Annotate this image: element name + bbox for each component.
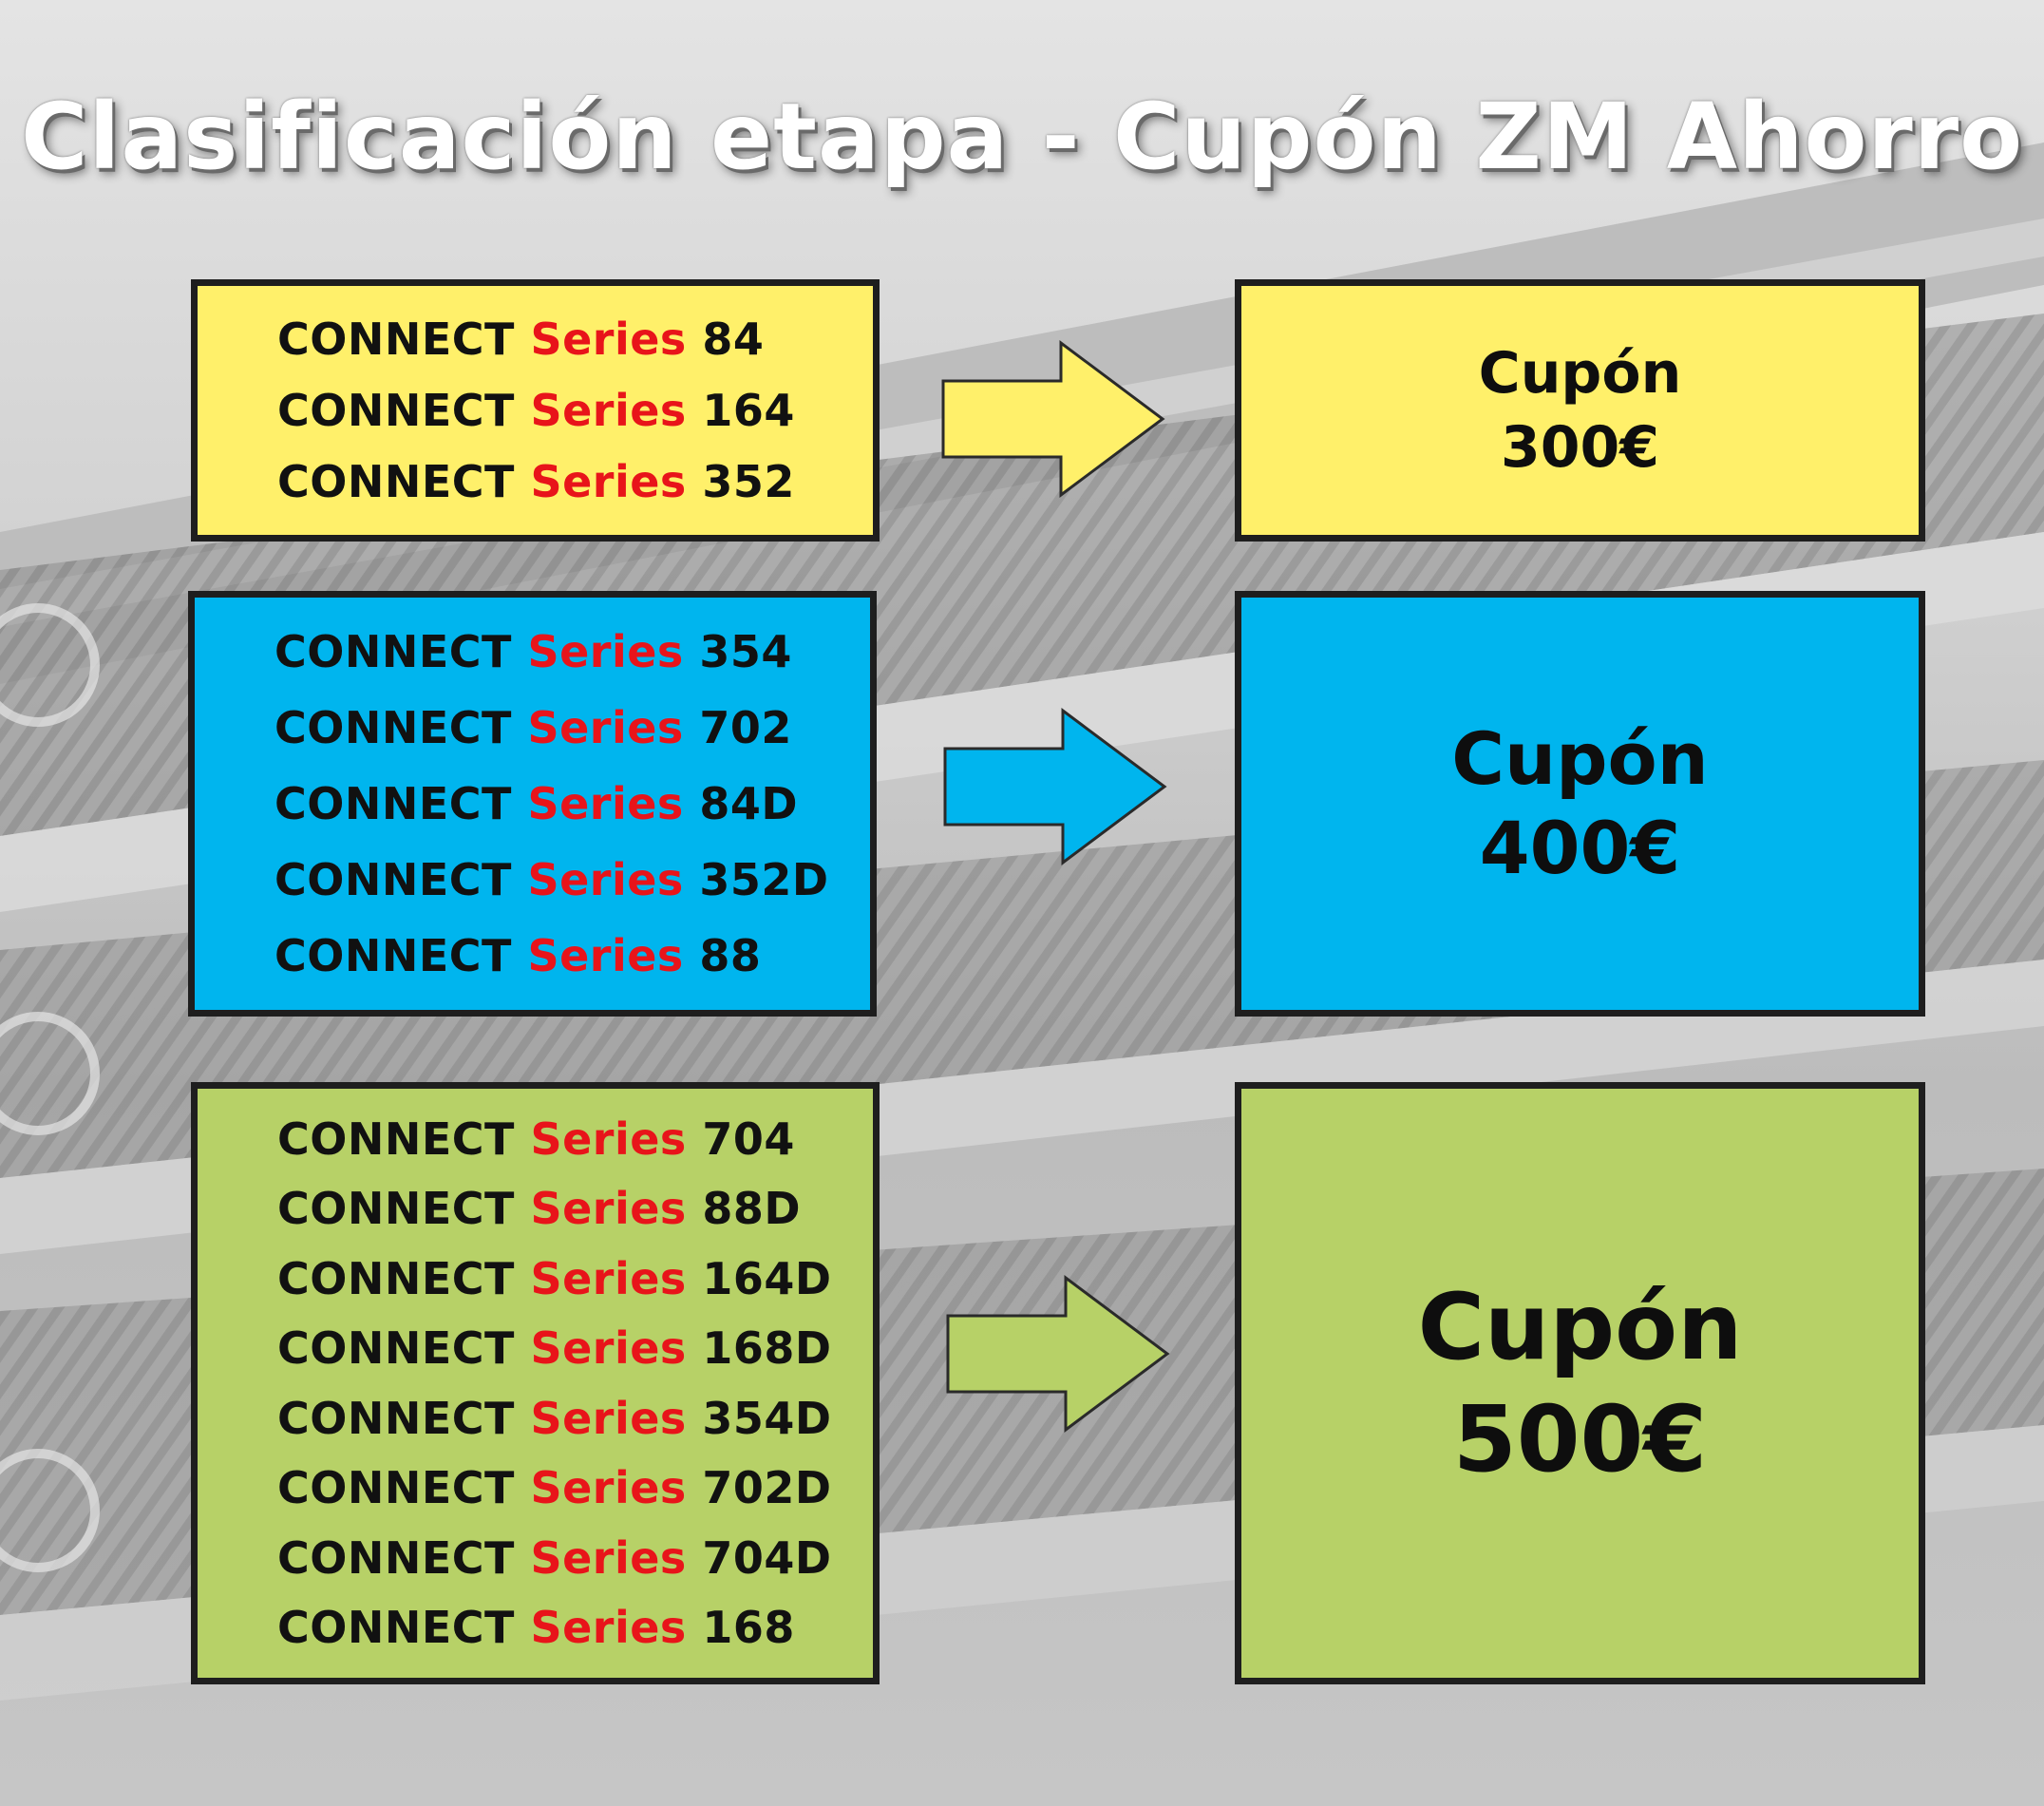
- coupon-box-tier-3: Cupón 500€: [1235, 1082, 1925, 1684]
- coupon-label: Cupón: [1478, 340, 1682, 407]
- model-item: CONNECT Series 88D: [277, 1183, 802, 1235]
- model-item: CONNECT Series 84: [277, 314, 765, 365]
- model-list-tier-3: CONNECT Series 704 CONNECT Series 88D CO…: [191, 1082, 880, 1684]
- model-list-tier-1: CONNECT Series 84 CONNECT Series 164 CON…: [191, 279, 880, 542]
- model-item: CONNECT Series 168: [277, 1602, 795, 1654]
- model-item: CONNECT Series 704D: [277, 1531, 832, 1584]
- model-item: CONNECT Series 704: [277, 1112, 795, 1165]
- coupon-amount: 400€: [1479, 806, 1681, 890]
- model-item: CONNECT Series 84D: [274, 778, 799, 829]
- coupon-amount: 500€: [1452, 1386, 1708, 1492]
- coupon-box-tier-1: Cupón 300€: [1235, 279, 1925, 542]
- arrow-right-icon: [941, 340, 1165, 498]
- coupon-label: Cupón: [1451, 716, 1709, 801]
- model-item: CONNECT Series 702: [274, 702, 792, 753]
- model-item: CONNECT Series 354: [274, 626, 792, 677]
- model-item: CONNECT Series 88: [274, 930, 762, 981]
- coupon-amount: 300€: [1501, 414, 1659, 481]
- model-item: CONNECT Series 168D: [277, 1322, 832, 1375]
- model-item: CONNECT Series 702D: [277, 1462, 832, 1514]
- arrow-right-icon: [943, 708, 1167, 865]
- model-item: CONNECT Series 352D: [274, 854, 829, 905]
- model-item: CONNECT Series 354D: [277, 1392, 832, 1444]
- page-title: Clasificación etapa - Cupón ZM Ahorro: [20, 84, 2024, 190]
- coupon-label: Cupón: [1417, 1274, 1743, 1380]
- model-item: CONNECT Series 164D: [277, 1252, 832, 1304]
- model-item: CONNECT Series 164: [277, 385, 795, 436]
- model-item: CONNECT Series 352: [277, 456, 795, 507]
- coupon-box-tier-2: Cupón 400€: [1235, 591, 1925, 1017]
- model-list-tier-2: CONNECT Series 354 CONNECT Series 702 CO…: [188, 591, 877, 1017]
- arrow-right-icon: [946, 1275, 1170, 1433]
